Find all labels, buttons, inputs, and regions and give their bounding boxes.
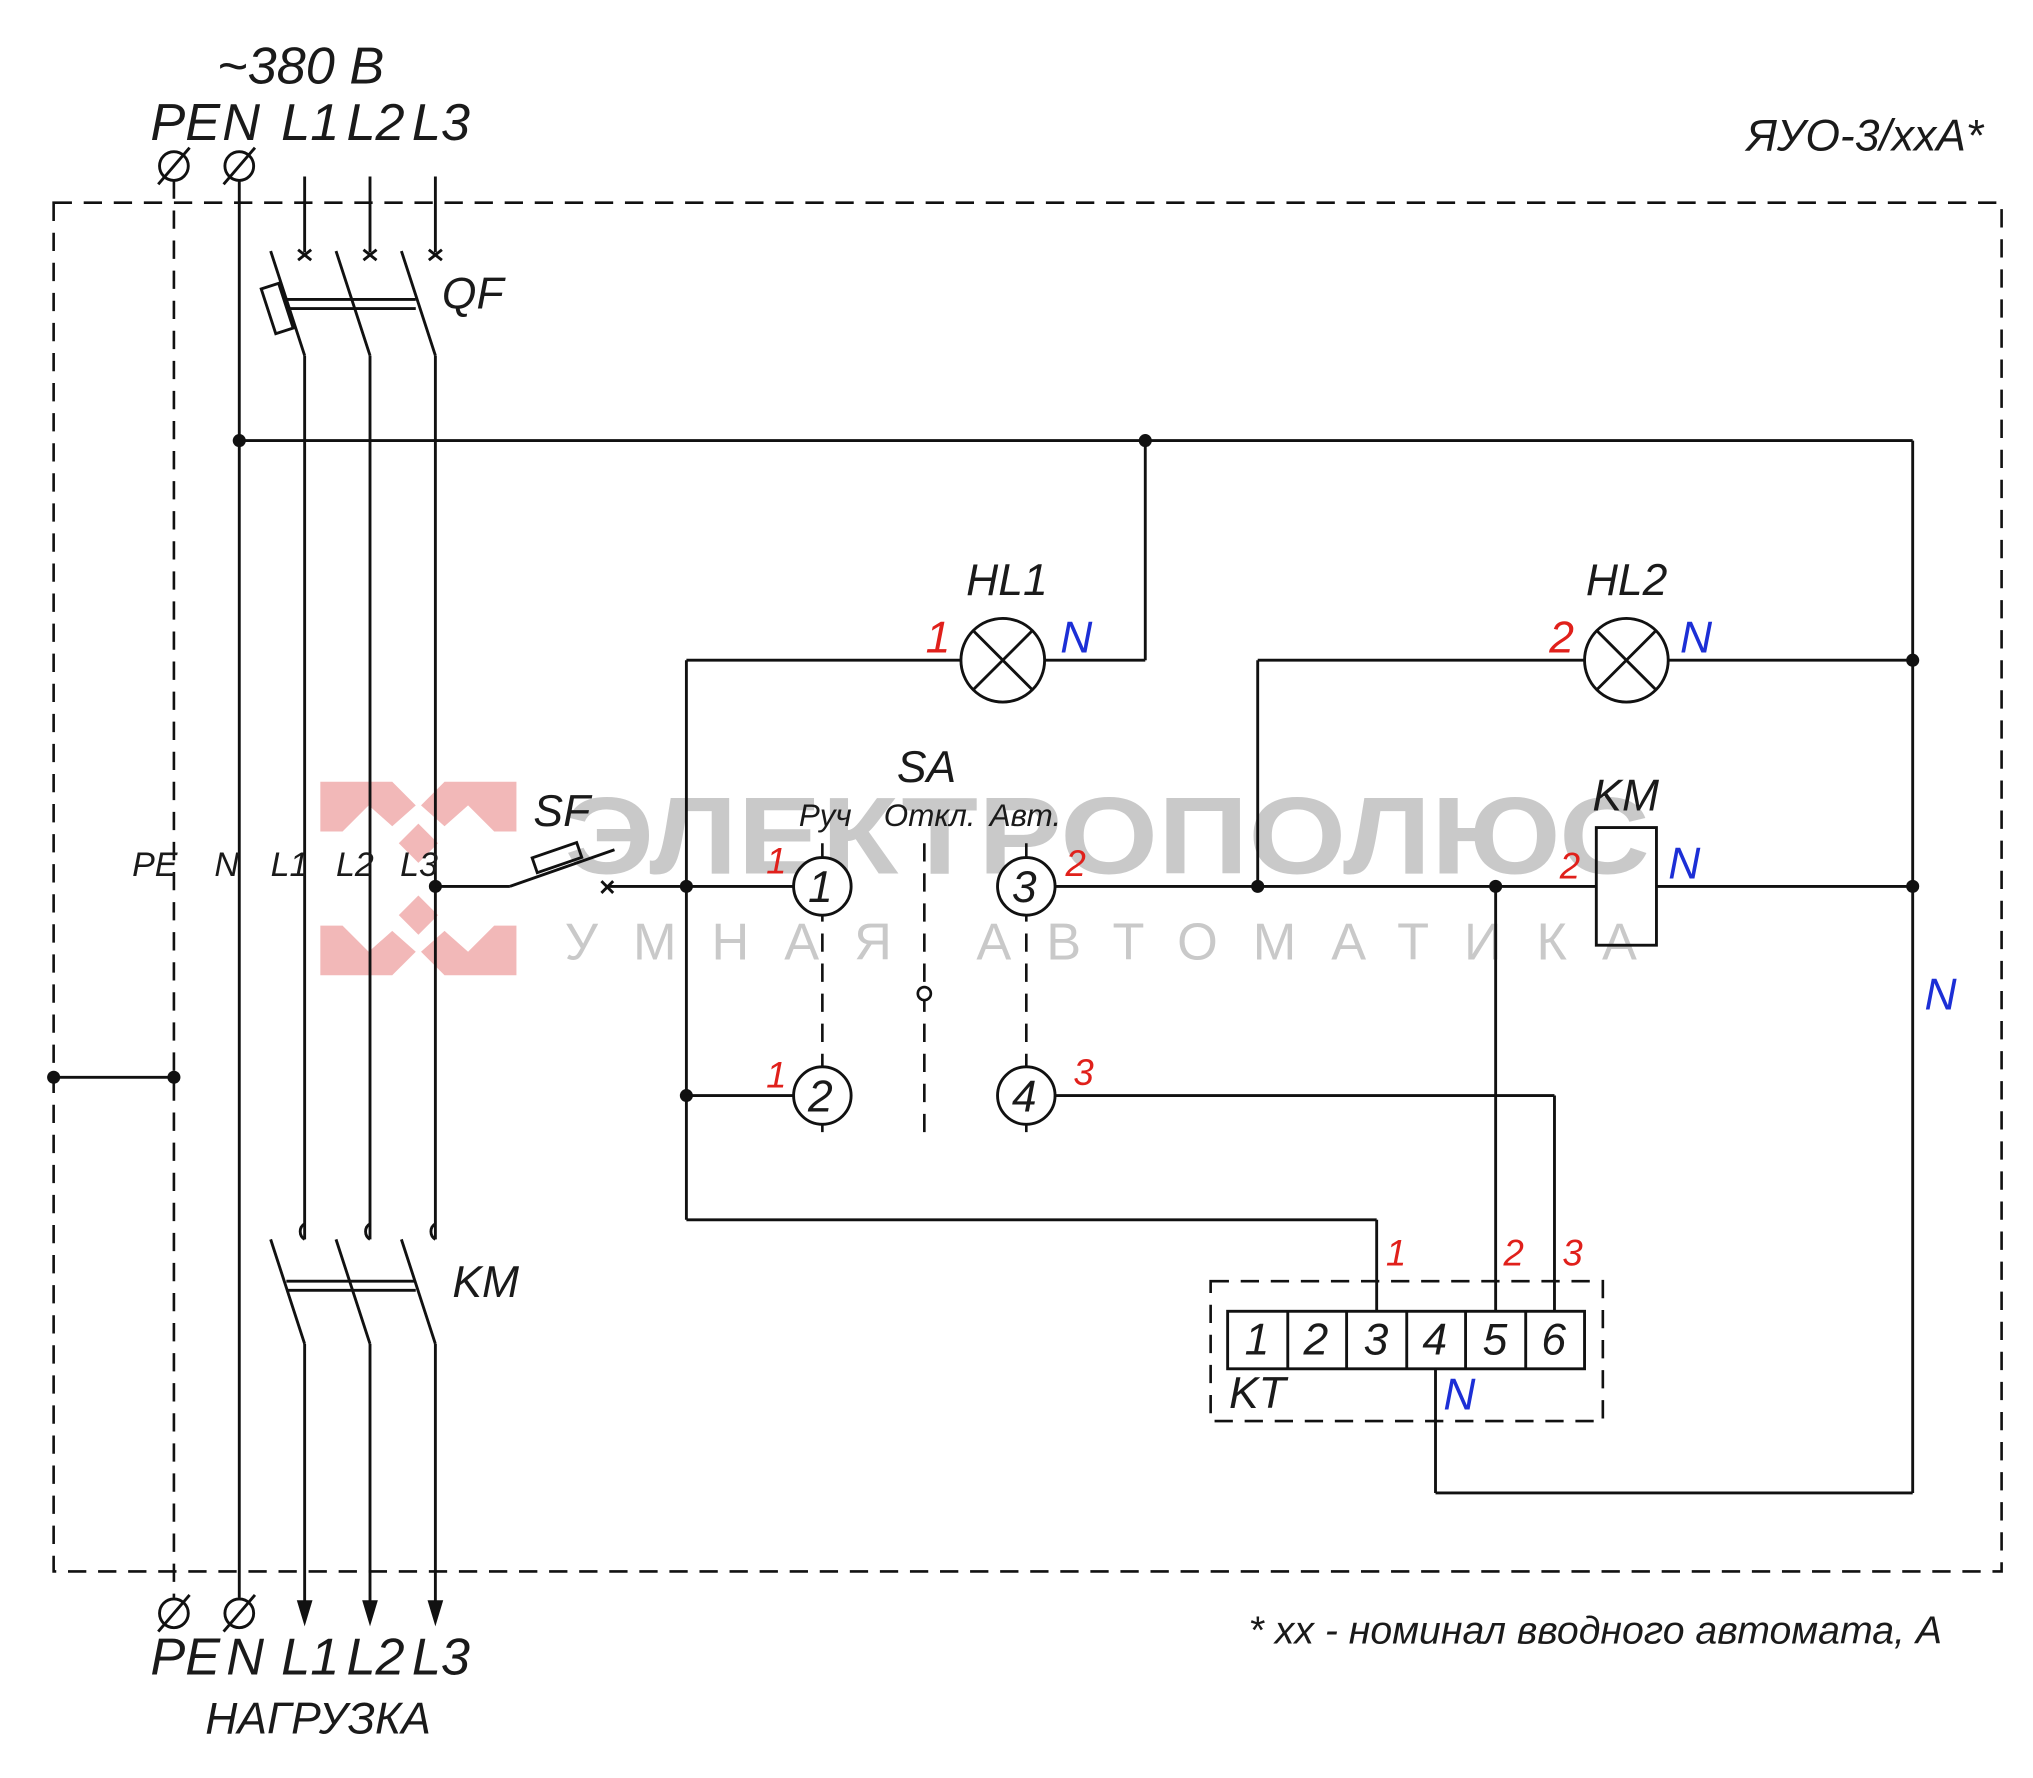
watermark: ЭЛЕКТРОПОЛЮС УМНАЯ АВТОМАТИКА (320, 775, 1650, 976)
lamp-hl2 (1256, 616, 1913, 887)
selector-position-off: Откл. (884, 798, 976, 833)
timer-terminal-5: 5 (1483, 1315, 1508, 1364)
bus-label-l2: L2 (336, 846, 374, 884)
wire-number-sa1-in: 1 (766, 840, 786, 881)
selector-contact-1: 1 (808, 863, 833, 912)
selector-contact-4: 4 (1012, 1072, 1037, 1121)
wire-number-km-in: 2 (1559, 846, 1580, 887)
wire-number-kt4: N (1443, 1370, 1476, 1419)
timer-terminal-2: 2 (1302, 1315, 1328, 1364)
supply-terminal-pe: PE (150, 94, 221, 152)
load-title: НАГРУЗКА (205, 1695, 431, 1744)
selector-contact-3: 3 (1012, 863, 1037, 912)
timer-relay-kt-label: KT (1229, 1369, 1289, 1418)
neutral-bus (239, 434, 1920, 1493)
lamp-hl1 (686, 616, 1146, 704)
footnote: * хх - номинал вводного автомата, А (1249, 1608, 1942, 1652)
selector-position-manual: Руч (799, 798, 852, 833)
supply-voltage: ~380 В (217, 38, 384, 96)
selector-sa-label: SA (897, 743, 956, 792)
supply-clamp-pe (157, 146, 191, 186)
contactor-km-coil-label: KM (1592, 772, 1660, 821)
supply-terminal-l3: L3 (412, 94, 470, 152)
breaker-qf-symbol (259, 250, 437, 357)
timer-terminal-4: 4 (1422, 1315, 1447, 1364)
junction (167, 1070, 181, 1084)
wire-number-hl2-out: N (1680, 613, 1713, 662)
supply-clamp-n (222, 146, 257, 186)
enclosure-border (52, 201, 2003, 1573)
control-rail (679, 660, 1379, 1312)
timer-terminal-3: 3 (1364, 1315, 1389, 1364)
bus-label-n: N (214, 846, 239, 884)
phase-conductors (303, 355, 437, 1240)
enclosure-title: ЯУО-3/ххА* (1745, 111, 1985, 160)
timer-terminal-1: 1 (1245, 1315, 1270, 1364)
load-terminal-l3: L3 (412, 1629, 470, 1687)
wire-number-kt2: 2 (1502, 1233, 1523, 1274)
incoming-phases (297, 176, 443, 262)
wire-number-sa2-in: 1 (766, 1055, 786, 1096)
selector-sa-symbol (686, 843, 1597, 1312)
lamp-hl1-label: HL1 (966, 556, 1048, 605)
wire-number-sa3-out: 2 (1065, 843, 1086, 884)
load-terminal-pe: PE (150, 1629, 221, 1687)
watermark-logo (320, 781, 517, 976)
contactor-km-label: KM (452, 1258, 520, 1307)
contactor-km-coil (1251, 826, 1913, 1312)
junction (47, 1070, 61, 1084)
supply-terminal-l2: L2 (346, 94, 404, 152)
wire-number-kt1: 1 (1386, 1233, 1406, 1274)
wire-number-hl2-in: 2 (1548, 613, 1574, 662)
load-terminal-l2: L2 (346, 1629, 404, 1687)
selector-position-auto: Авт. (988, 798, 1061, 833)
supply-terminal-n: N (222, 94, 260, 152)
wire-number-km-out: N (1668, 840, 1701, 889)
load-terminal-l1: L1 (281, 1629, 339, 1687)
timer-relay-kt (1209, 1279, 1913, 1495)
watermark-tagline: УМНАЯ АВТОМАТИКА (565, 914, 1637, 972)
load-terminal-n: N (226, 1629, 264, 1687)
wire-number-hl1-out: N (1060, 613, 1093, 662)
timer-terminal-6: 6 (1541, 1315, 1566, 1364)
wire-number-kt3: 3 (1562, 1233, 1583, 1274)
wire-number-right-bus: N (1924, 970, 1957, 1019)
bus-label-l3: L3 (400, 846, 438, 884)
wire-number-sa4-out: 3 (1073, 1052, 1094, 1093)
control-breaker-sf-label: SF (533, 787, 593, 836)
control-breaker-sf-symbol (428, 840, 687, 894)
watermark-brand: ЭЛЕКТРОПОЛЮС (565, 775, 1650, 897)
bus-label-l1: L1 (271, 846, 309, 884)
breaker-qf-label: QF (442, 270, 507, 319)
bus-label-pe: PE (132, 846, 178, 884)
wire-number-hl1-in: 1 (926, 613, 951, 662)
contactor-km-symbol (269, 1222, 437, 1602)
load-outputs (157, 1594, 444, 1633)
supply-terminal-l1: L1 (281, 94, 339, 152)
lamp-hl2-label: HL2 (1586, 556, 1668, 605)
selector-contact-2: 2 (807, 1072, 833, 1121)
